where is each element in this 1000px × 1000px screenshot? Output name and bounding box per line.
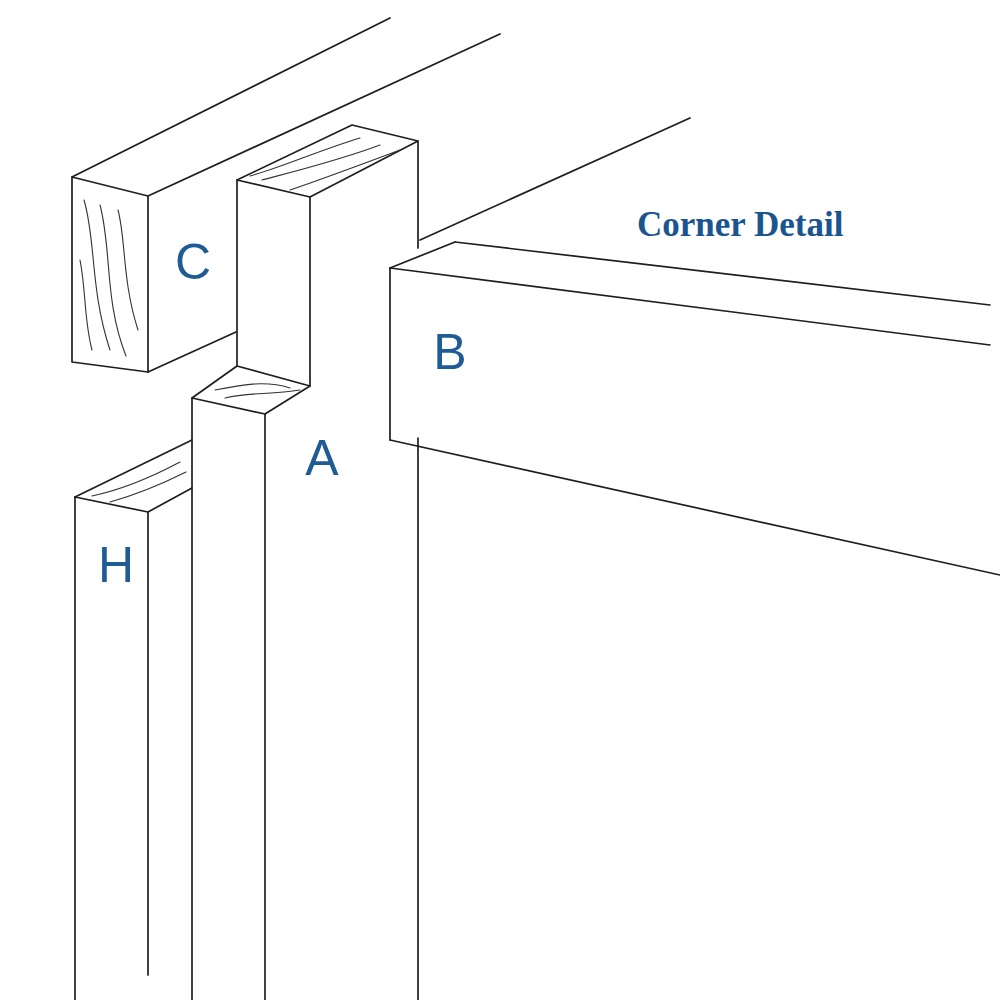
- board-h: [75, 440, 192, 1000]
- part-label: A: [305, 433, 338, 483]
- diagram-title: Corner Detail: [637, 207, 843, 242]
- post-a: [192, 125, 418, 1000]
- part-label: H: [98, 540, 134, 590]
- part-label: B: [433, 327, 466, 377]
- part-label: C: [175, 237, 211, 287]
- rail-b: [390, 118, 1000, 575]
- rail-c: [72, 18, 500, 372]
